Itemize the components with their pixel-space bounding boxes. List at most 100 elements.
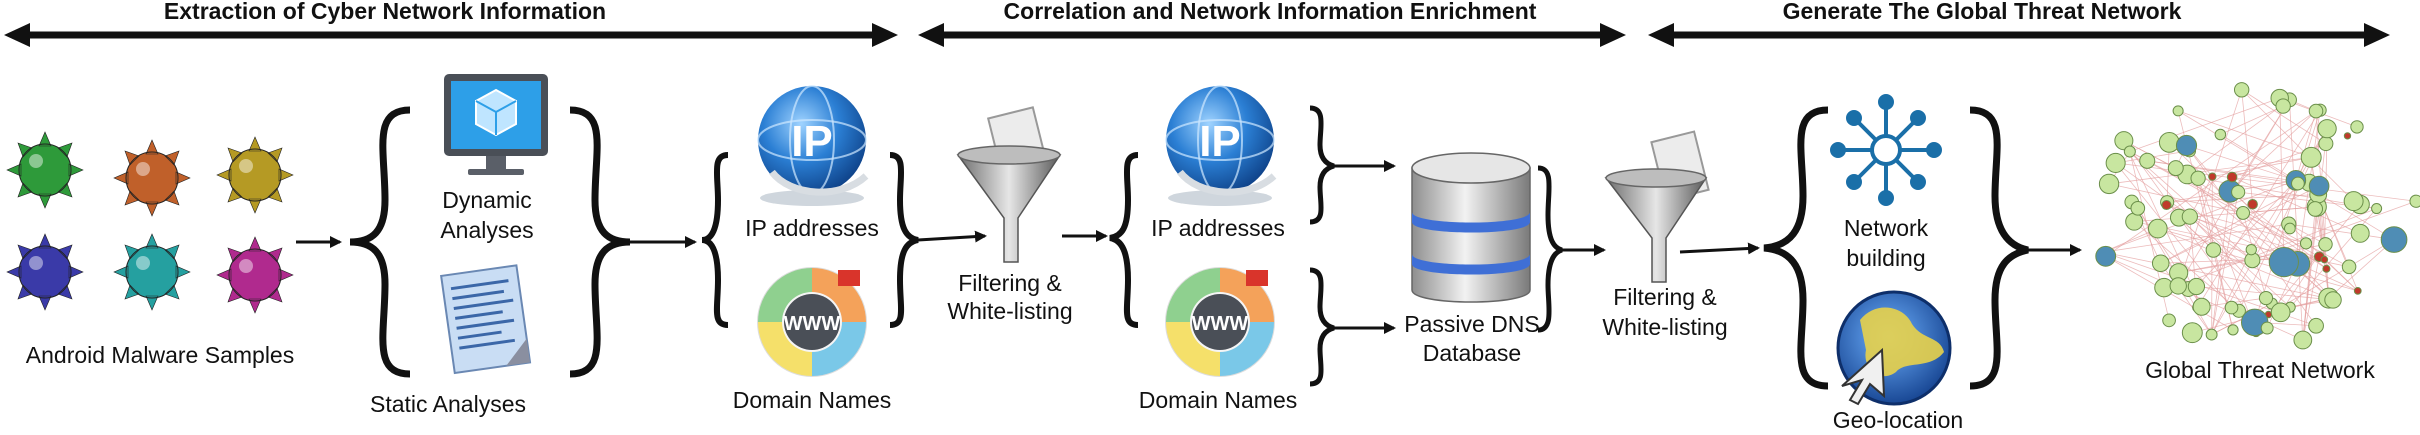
graph-node (2192, 297, 2211, 316)
graph-edge (2134, 206, 2317, 223)
graph-node (2181, 322, 2203, 344)
funnel-filter-icon (956, 106, 1062, 263)
close-brace (1537, 165, 1563, 333)
graph-node (2181, 208, 2198, 225)
graph-node (2318, 237, 2333, 252)
filter-whitelist-2: Filtering & White-listing (1602, 130, 1728, 340)
graph-node (2130, 200, 2146, 216)
netbuild-label-line1: Network (1844, 215, 1929, 241)
graph-edge (2133, 221, 2240, 312)
arrowhead-left-icon (1648, 23, 1674, 47)
phase-1-header: Extraction of Cyber Network Information (4, 0, 898, 47)
graph-node (2307, 201, 2324, 217)
monitor-cube-icon (444, 74, 548, 175)
graph-edge (2108, 183, 2244, 214)
phase-title: Correlation and Network Information Enri… (1004, 0, 1537, 24)
ip-label: IP addresses (1151, 215, 1285, 241)
dynamic-label-line2: Analyses (440, 217, 533, 243)
graph-node (2233, 82, 2250, 98)
graph-edge (2160, 182, 2310, 264)
domains-label: Domain Names (1139, 387, 1298, 413)
graph-node (2308, 103, 2324, 119)
arrowhead-left-icon (4, 23, 30, 47)
graph-node (2308, 317, 2324, 334)
graph-node (2231, 185, 2246, 200)
graph-node (2190, 170, 2206, 186)
phase-title: Extraction of Cyber Network Information (164, 0, 606, 24)
phase-2-header: Correlation and Network Information Enri… (918, 0, 1626, 47)
graph-node (2308, 175, 2330, 197)
graph-node (2320, 255, 2329, 264)
graph-node (2236, 205, 2251, 220)
graph-edge (2197, 178, 2257, 333)
funnel-filter-icon (1604, 130, 1710, 283)
flow-arrow (917, 230, 987, 243)
graph-node (2208, 172, 2217, 181)
dns-label-line2: Database (1423, 340, 1521, 366)
virus-icon (6, 233, 84, 311)
graph-node (2380, 226, 2408, 253)
ip-label: IP addresses (745, 215, 879, 241)
virus-icon (113, 139, 191, 217)
graph-node (2283, 222, 2296, 235)
graph-edge (2129, 151, 2320, 258)
graph-edge (2177, 110, 2299, 184)
virus-icon (113, 233, 191, 311)
graph-edge (2196, 109, 2321, 308)
flow-arrow (1679, 242, 1760, 255)
arrowhead-right-icon (2364, 23, 2390, 47)
graph-edge (2241, 89, 2354, 202)
threat-graph-icon (2095, 82, 2420, 350)
domain-names-1: WWW Domain Names (733, 267, 891, 413)
graph-node (2162, 313, 2176, 328)
global-threat-network: Global Threat Network (2095, 82, 2420, 383)
binary-document-icon (440, 264, 532, 375)
ip-globe-icon: IP (757, 85, 869, 206)
graph-edge (2288, 223, 2395, 240)
www-badge-text: WWW (1192, 313, 1249, 335)
graph-node (2353, 286, 2362, 295)
graph-edge (2211, 177, 2233, 335)
graph-node (2095, 245, 2117, 267)
virus-icon (216, 136, 294, 214)
graph-edge (2177, 110, 2312, 158)
graph-edge (2220, 105, 2284, 135)
www-badge-text: WWW (784, 313, 841, 335)
netbuild-label-line2: building (1846, 245, 1925, 271)
geo-label: Geo-location (1833, 407, 1963, 433)
graph-edge (2254, 110, 2321, 323)
www-domain-icon: WWW (757, 267, 867, 377)
graph-edge (2157, 228, 2334, 301)
arrowhead-right-icon (1600, 23, 1626, 47)
ip-badge-text: IP (1199, 117, 1241, 166)
graph-node (2187, 277, 2206, 296)
geo-location: Geo-location (1833, 290, 1963, 433)
graph-node (2158, 132, 2180, 153)
graph-node (2245, 244, 2257, 256)
graph-node (2227, 324, 2239, 336)
graph-node (2350, 223, 2370, 243)
graph-edge (2186, 99, 2290, 175)
graph-node (2324, 291, 2342, 309)
ip-globe-icon: IP (1165, 85, 1277, 206)
graph-node (2214, 128, 2227, 141)
graph-node (2161, 199, 2172, 211)
graph-node (2258, 290, 2274, 306)
filter-whitelist-1: Filtering & White-listing (947, 106, 1073, 324)
global-label: Global Threat Network (2145, 357, 2375, 383)
open-brace (1109, 152, 1139, 328)
graph-edge (2229, 110, 2317, 192)
dns-label-line1: Passive DNS (1404, 311, 1539, 337)
graph-edge (2123, 140, 2256, 323)
graph-edge (2129, 151, 2281, 313)
graph-node (2205, 242, 2222, 258)
graph-node (2299, 237, 2313, 250)
close-brace (889, 152, 919, 328)
ip-addresses-2: IP IP addresses (1151, 85, 1285, 241)
static-label: Static Analyses (370, 391, 526, 417)
graph-node (2293, 330, 2313, 350)
open-brace (701, 152, 729, 328)
samples-label: Android Malware Samples (26, 342, 294, 368)
open-brace (1763, 106, 1829, 390)
graph-node (2114, 131, 2134, 151)
